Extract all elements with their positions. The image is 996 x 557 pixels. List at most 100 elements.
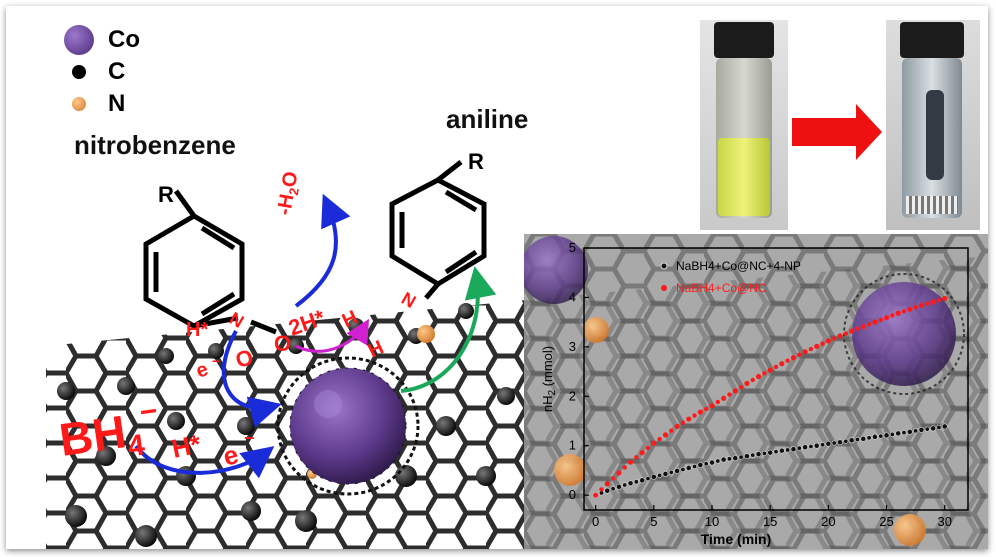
data-point	[610, 486, 616, 492]
data-point	[860, 324, 866, 330]
y-axis-label: nH2 (mmol)	[540, 346, 558, 412]
data-point	[895, 430, 902, 437]
data-point	[883, 315, 890, 321]
x-axis-label: Time (min)	[701, 531, 772, 547]
electron-arrow-bottom	[134, 444, 275, 479]
data-point	[697, 409, 703, 415]
y-tick-label: 3	[569, 339, 576, 354]
data-point	[855, 326, 860, 332]
data-point	[831, 336, 837, 341]
data-point	[889, 431, 895, 437]
legend-marker	[660, 262, 668, 270]
data-point	[703, 461, 709, 467]
data-point	[779, 361, 785, 367]
data-point	[918, 302, 925, 308]
data-point	[918, 427, 925, 433]
vial-photo-after	[886, 20, 980, 230]
data-point	[633, 479, 639, 485]
data-point	[727, 392, 732, 397]
data-point	[820, 341, 825, 346]
data-point	[843, 331, 849, 336]
data-point	[866, 435, 872, 441]
data-point	[680, 420, 686, 425]
data-point	[942, 295, 948, 302]
data-point	[872, 433, 878, 440]
data-point	[732, 455, 739, 461]
data-point	[650, 473, 657, 480]
data-point	[878, 433, 884, 439]
data-point	[709, 403, 715, 409]
plot-frame	[583, 247, 969, 511]
vial-cap-before	[714, 22, 774, 58]
data-point	[645, 445, 651, 451]
electron-arrow-top	[221, 330, 282, 428]
h-star-bottom: H*	[169, 428, 204, 464]
data-point	[685, 465, 692, 471]
data-point	[808, 346, 814, 352]
data-point	[767, 449, 774, 456]
yellow-solution	[718, 138, 770, 216]
x-tick-label: 30	[937, 514, 951, 529]
co-nanoparticle-main	[276, 356, 420, 496]
data-point	[785, 447, 791, 453]
h-star-top: H*	[186, 319, 208, 341]
data-point	[837, 333, 843, 339]
data-point	[674, 468, 680, 474]
y-tick-label: 5	[569, 240, 576, 255]
data-point	[797, 352, 802, 357]
water-label: -H2O	[273, 170, 304, 217]
n-atom-icon	[72, 97, 86, 111]
data-point	[825, 440, 832, 447]
electron-1-sup: −	[212, 353, 220, 369]
data-point	[738, 454, 744, 460]
data-point	[634, 455, 639, 460]
data-point	[692, 463, 698, 469]
data-point	[662, 432, 669, 438]
legend-item-co: Co	[64, 24, 140, 56]
data-point	[697, 462, 704, 468]
data-point	[808, 443, 814, 449]
data-point	[936, 297, 942, 303]
data-point	[720, 456, 727, 463]
data-point	[796, 445, 802, 451]
data-point	[773, 364, 779, 370]
data-point	[750, 452, 756, 458]
data-point	[802, 444, 808, 451]
substituent-left: R	[158, 182, 174, 207]
data-point	[913, 428, 919, 434]
nitrobenzene-molecule	[143, 189, 277, 335]
data-point	[773, 449, 779, 455]
data-point	[651, 440, 657, 446]
co-nanoparticle-chart	[852, 282, 956, 386]
data-point	[778, 447, 785, 454]
data-point	[767, 367, 773, 373]
product-label: aniline	[446, 104, 529, 134]
data-point	[813, 442, 820, 449]
data-point	[738, 384, 744, 390]
data-point	[790, 446, 797, 453]
data-point	[709, 459, 715, 466]
data-point	[627, 459, 634, 465]
data-point	[604, 487, 611, 494]
data-point	[785, 358, 790, 363]
data-point	[941, 423, 948, 430]
c-atom-icon	[72, 65, 86, 79]
magnetic-bar	[926, 90, 944, 180]
data-point	[878, 317, 883, 323]
y-tick-label: 2	[569, 388, 576, 403]
borohydride-label: BH4−	[55, 394, 164, 472]
x-tick-label: 25	[879, 514, 893, 529]
data-point	[913, 305, 918, 310]
legend-item-c: C	[64, 56, 140, 88]
data-point	[866, 322, 872, 327]
x-tick-label: 5	[650, 514, 657, 529]
data-point	[790, 355, 797, 361]
data-point	[849, 328, 855, 334]
conversion-arrow	[792, 104, 882, 160]
co-atom-icon	[64, 25, 94, 55]
data-point	[924, 426, 930, 432]
data-point	[762, 371, 767, 376]
data-point	[872, 319, 878, 325]
y-tick-label: 4	[569, 289, 576, 304]
